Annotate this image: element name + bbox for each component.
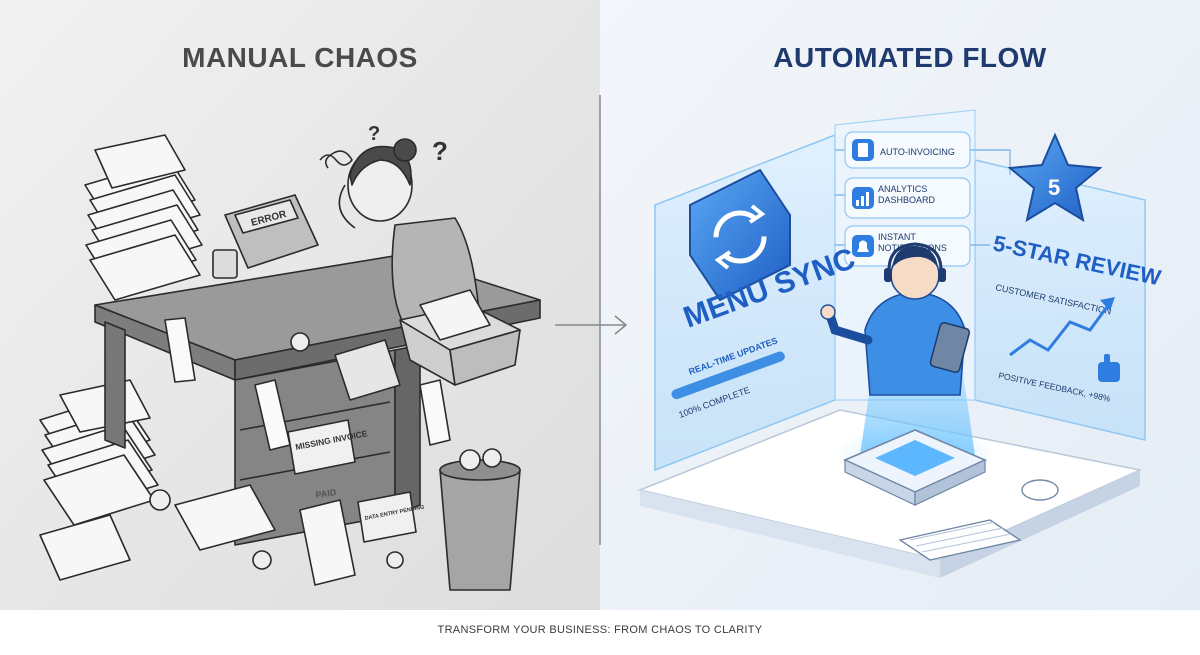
question-mark: ?	[368, 123, 380, 145]
progress-fill	[671, 351, 785, 400]
tablet-icon	[929, 322, 971, 373]
question-mark: ?	[432, 136, 448, 166]
feature-label-wrap: ANALYTICS DASHBOARD	[878, 184, 936, 205]
paper-stack-icon	[39, 379, 159, 526]
support-agent	[820, 242, 971, 396]
receipt	[164, 317, 196, 383]
trend-arrow-icon	[1100, 297, 1115, 311]
bell-icon	[857, 240, 869, 252]
data-entry-sign	[357, 491, 417, 543]
right-panel-title: AUTOMATED FLOW	[773, 42, 1047, 73]
star-number: 5	[1048, 175, 1060, 200]
sync-icon	[689, 168, 791, 302]
headset-icon	[887, 242, 943, 273]
feature-label: ANALYTICS DASHBOARD	[878, 184, 936, 205]
coffee-mug-icon	[212, 249, 238, 279]
trend-line-icon	[1009, 299, 1114, 357]
feature-card-invoicing[interactable]	[844, 131, 971, 169]
caption: TRANSFORM YOUR BUSINESS: FROM CHAOS TO C…	[437, 624, 763, 636]
mouse-icon	[1021, 479, 1059, 501]
paper-stack-icon	[84, 134, 203, 301]
missing-invoice-sign	[287, 419, 356, 475]
transition-arrow-icon	[555, 315, 628, 335]
receipt	[419, 379, 451, 446]
hologram-device	[843, 429, 987, 506]
rolodex-icon	[334, 339, 401, 401]
feature-label: AUTO-INVOICING	[880, 147, 955, 157]
star-icon	[1007, 132, 1103, 223]
trash-can-icon	[439, 469, 521, 591]
left-panel-title: MANUAL CHAOS	[182, 42, 418, 73]
envelope-icon	[419, 289, 491, 341]
feature-card-analytics[interactable]	[844, 177, 971, 219]
document-icon	[858, 143, 868, 157]
paid-stamp: PAID	[315, 487, 338, 500]
thumbs-up-icon	[1098, 354, 1120, 382]
messy-desk-scene	[39, 134, 541, 591]
connector-lines	[835, 149, 1011, 246]
caption-strip	[0, 610, 1200, 655]
bar-chart-icon	[856, 192, 869, 206]
